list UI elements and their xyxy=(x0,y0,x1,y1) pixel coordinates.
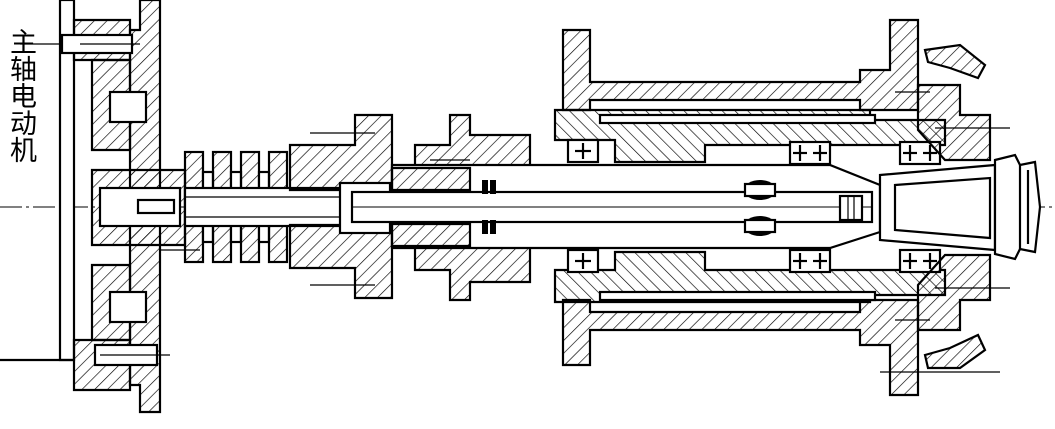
spindle-nose xyxy=(838,83,1042,332)
bearing-front-bottom xyxy=(566,248,942,274)
spindle-motor-label: 主轴电动机 xyxy=(5,28,36,163)
coolant-nozzles xyxy=(923,43,987,370)
bearing-front-top xyxy=(566,138,942,166)
main-housing xyxy=(553,18,947,397)
bearings xyxy=(566,138,942,274)
bearing-carrier xyxy=(413,113,532,302)
motor-housing xyxy=(0,0,187,414)
spindle-shaft xyxy=(350,163,882,250)
leader-lines xyxy=(20,43,1010,373)
